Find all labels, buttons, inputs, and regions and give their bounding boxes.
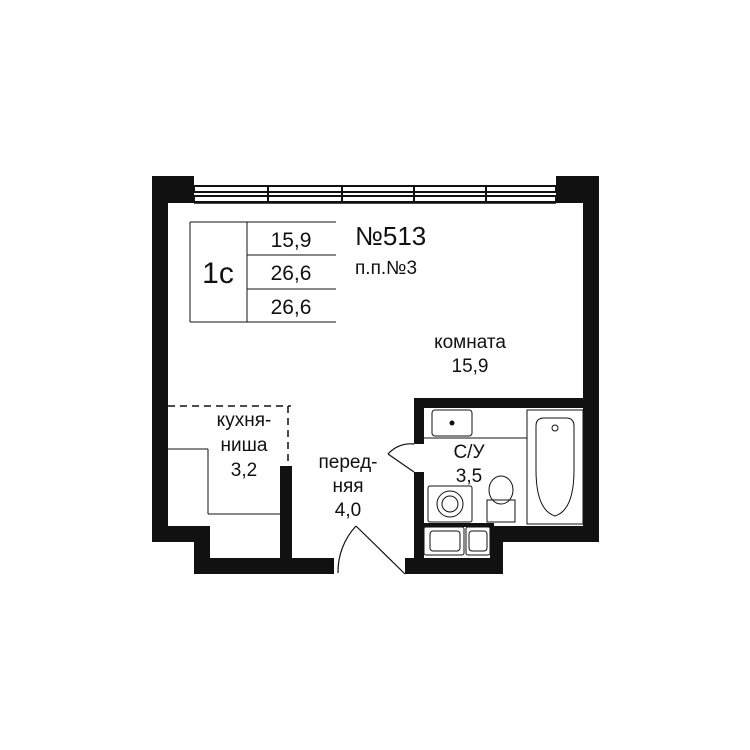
bathroom-door (387, 443, 415, 473)
entrance-door (337, 525, 406, 575)
toilet-bowl-icon (488, 475, 514, 505)
kitchen-niche (168, 405, 291, 515)
area-total: 26,6 (271, 262, 312, 285)
partition-hallway-left (280, 466, 292, 558)
bathroom-wall-left-upper (414, 398, 424, 444)
info-table (189, 221, 336, 323)
bathtub-icon (526, 409, 584, 525)
bathroom-wall-top (414, 398, 587, 408)
apartment-number: №513 (355, 221, 426, 251)
wall-bottom-left (152, 526, 194, 542)
hallway-name-line1: перед- (319, 452, 378, 473)
boiler-icon (423, 526, 465, 556)
bathroom-wall-inner (418, 523, 494, 527)
bathroom-name: С/У (453, 442, 485, 463)
toilet-tank-icon (486, 499, 516, 523)
kitchen-area: 3,2 (231, 460, 257, 481)
wall-bottom-right-ledge (490, 526, 599, 542)
kitchen-name-line1: кухня- (217, 410, 272, 431)
hallway-area: 4,0 (335, 500, 361, 521)
window (193, 185, 557, 204)
bathroom-fixtures (423, 409, 584, 556)
bathroom-area: 3,5 (456, 466, 482, 487)
bathtub-inner (535, 417, 575, 517)
kitchen-name-line2: ниша (221, 435, 268, 456)
wall-bottom-right (405, 558, 503, 574)
room-name: комната (434, 332, 506, 353)
wall-bottom-left-step (194, 558, 334, 574)
area-living: 15,9 (271, 229, 312, 252)
wall-bottom-left-jamb (194, 526, 210, 574)
cabinet-icon (465, 526, 491, 556)
area-total-with-balcony: 26,6 (271, 296, 312, 319)
hallway-name-line2: няя (332, 476, 363, 497)
washing-machine-icon (427, 485, 473, 523)
sink-icon (431, 409, 473, 437)
apartment-type: 1с (202, 257, 234, 290)
entrance-number: п.п.№3 (355, 258, 417, 279)
walls (152, 176, 599, 574)
room-area: 15,9 (452, 356, 489, 377)
wall-right (583, 176, 599, 542)
wall-left (152, 176, 168, 542)
bathroom-wall-left-lower (414, 472, 424, 558)
